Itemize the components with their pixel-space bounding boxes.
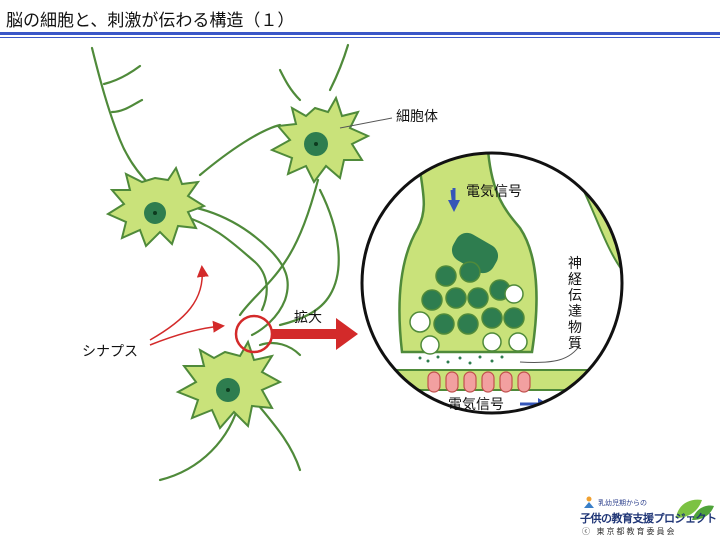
neurotransmitter-char: 達	[568, 304, 582, 320]
title-underline-thin	[0, 37, 720, 38]
neurotransmitter-char: 質	[568, 336, 582, 352]
enlarge-label: 拡大	[294, 310, 322, 326]
signal-label-top: 電気信号	[466, 184, 522, 200]
page-title: 脳の細胞と、刺激が伝わる構造（１）	[6, 11, 295, 31]
child-icon	[584, 496, 594, 508]
logo-title: 子供の教育支援プロジェクト	[580, 512, 717, 525]
cell-body-pointer	[339, 117, 393, 129]
logo-subtitle: 乳幼児期からの	[598, 499, 647, 507]
neuron-top-left	[105, 165, 207, 248]
cell-body-label: 細胞体	[396, 109, 438, 125]
zoomed-synapse	[360, 151, 624, 415]
neurotransmitter-char: 伝	[568, 288, 582, 304]
enlarge-arrow	[272, 318, 358, 350]
leaf-icon	[676, 499, 714, 520]
neuron-top-right	[269, 95, 371, 184]
neuron-bottom	[175, 339, 283, 430]
neurotransmitter-char: 神	[568, 256, 582, 272]
neurotransmitter-char: 物	[568, 320, 582, 336]
signal-label-bottom: 電気信号	[448, 397, 504, 413]
logo-copyright: ⓒ 東京都教育委員会	[582, 527, 677, 536]
synapse-arrow-lower	[149, 320, 225, 346]
title-underline-thick	[0, 32, 720, 35]
synapse-label: シナプス	[82, 344, 138, 360]
neurotransmitter-label: 神 経 伝 達 物 質	[568, 256, 582, 352]
project-logo: 乳幼児期からの 子供の教育支援プロジェクト ⓒ 東京都教育委員会	[580, 496, 718, 540]
synapse-arrow-upper	[149, 265, 209, 341]
neurotransmitter-char: 経	[568, 272, 582, 288]
